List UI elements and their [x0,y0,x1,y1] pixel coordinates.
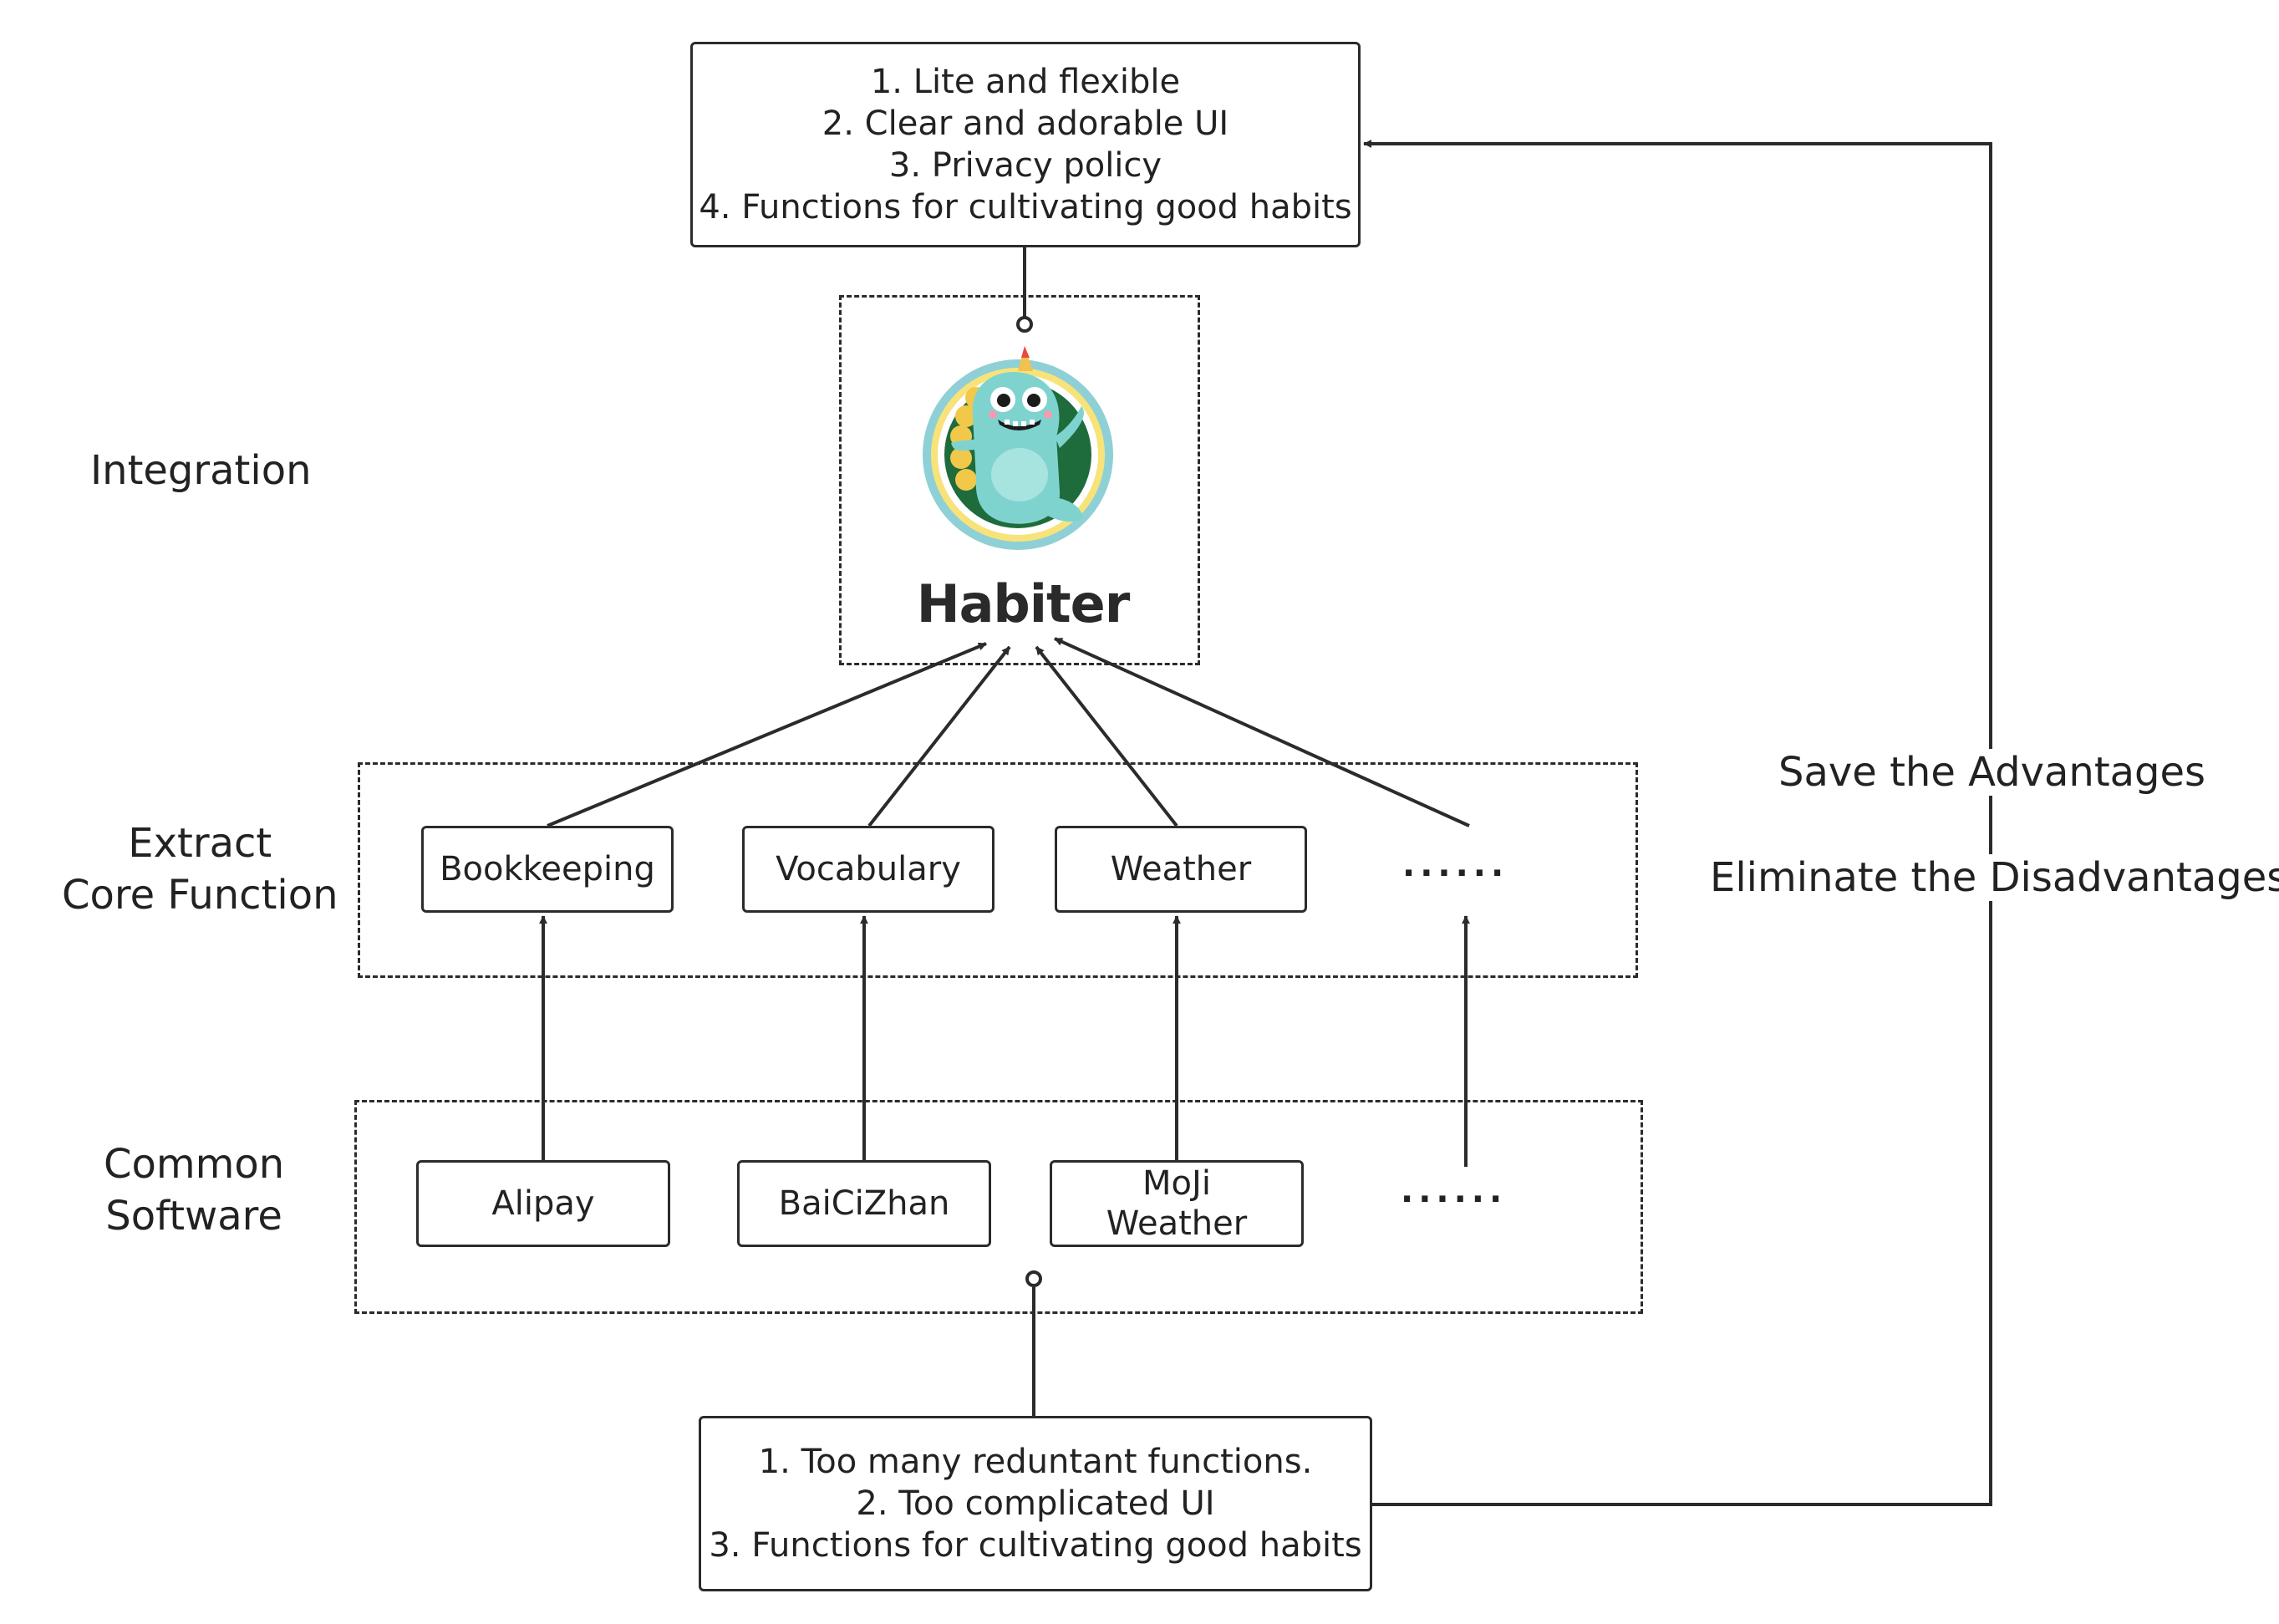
mascot-horn [1018,346,1033,371]
app-name: Habiter [916,573,1131,634]
software-more: ······ [1401,1180,1508,1219]
mascot-right-arm [1055,406,1084,448]
mascot-left-pupil [997,394,1010,407]
arrow-bookkeeping-to-app [547,642,987,827]
advantages-box: 1. Lite and flexible 2. Clear and adorab… [690,42,1361,247]
mascot-cheek [989,410,997,419]
arrow-more-to-app [1054,637,1470,827]
software-layer-container [354,1100,1643,1314]
mascot-horn-tip [1021,346,1030,358]
arrow-vocabulary-to-app [867,645,1011,827]
connector-end-dot [1016,316,1033,333]
mascot-right-pupil [1027,394,1040,407]
core-function-more: ······ [1402,854,1509,893]
core-function-weather: Weather [1055,826,1307,913]
core-function-bookkeeping: Bookkeeping [421,826,674,913]
mascot-cheek-right [1044,410,1052,419]
dinosaur-mascot-icon [923,346,1113,550]
mascot-mouth [998,420,1041,430]
arrow-weather-to-app [1035,645,1178,827]
app-container [839,295,1200,665]
layer-label-integration: Integration [90,447,312,494]
connector-start-dot [1025,1270,1042,1287]
label-eliminate-disadvantages: Eliminate the Disadvantages [1702,854,2279,901]
mascot-teeth [1005,420,1035,426]
software-moji-weather: MoJi Weather [1050,1160,1304,1247]
software-alipay: Alipay [416,1160,670,1247]
extract-layer-container [358,762,1638,978]
core-function-vocabulary: Vocabulary [742,826,995,913]
label-save-advantages: Save the Advantages [1770,749,2215,796]
feedback-loop-arrow [1363,140,1992,1506]
layer-label-common: Common Software [104,1141,285,1240]
software-baicizhan: BaiCiZhan [737,1160,991,1247]
disadvantages-box: 1. Too many reduntant functions. 2. Too … [699,1416,1372,1591]
mascot-belly [991,448,1048,501]
mascot-left-arm [951,438,979,451]
mascot-foot [1040,496,1083,522]
layer-label-extract: Extract Core Function [62,820,338,919]
